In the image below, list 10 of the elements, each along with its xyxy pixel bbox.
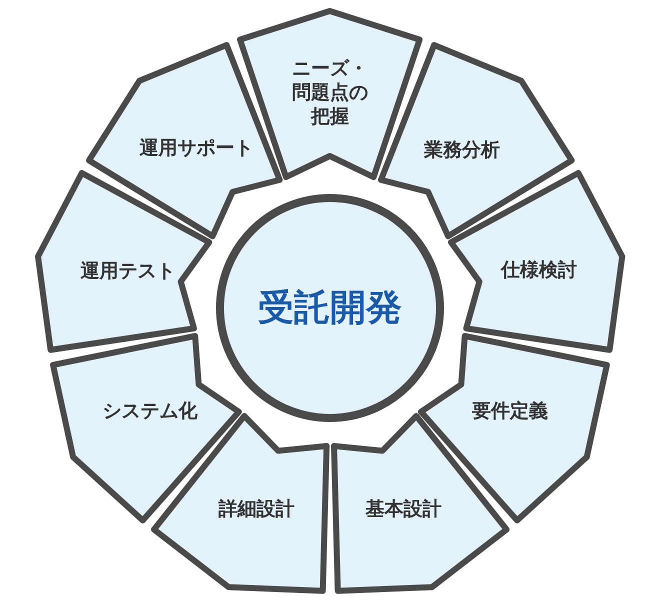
segment-label: 運用テスト <box>80 260 177 284</box>
segment-label: 業務分析 <box>422 139 501 163</box>
segment-label: 受託開発 <box>257 286 403 330</box>
segment-label: システム化 <box>101 400 198 424</box>
segment-label: 運用サポート <box>138 136 254 161</box>
segment-label: 要件定義 <box>471 400 550 424</box>
segment-label: ニーズ・問題点の把握 <box>290 57 369 129</box>
segment-label: 詳細設計 <box>217 498 296 522</box>
segment-label: 仕様検討 <box>500 259 578 284</box>
segment-label: 基本設計 <box>364 498 443 522</box>
